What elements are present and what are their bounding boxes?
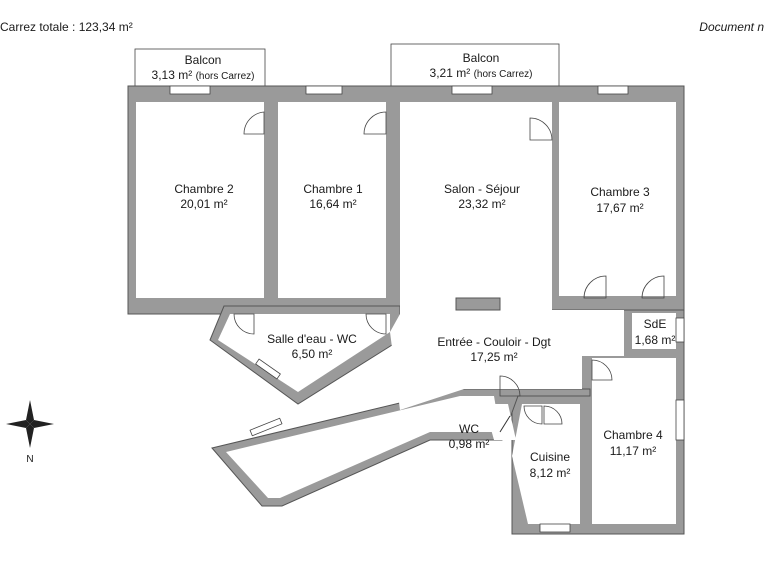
window-sde bbox=[675, 317, 685, 343]
room-wc bbox=[484, 404, 516, 440]
room-area-chambre-2: 20,01 m² bbox=[180, 197, 227, 211]
door-salle-eau bbox=[233, 313, 255, 335]
door-chambre-2 bbox=[243, 111, 265, 135]
window-chambre-4 bbox=[675, 399, 685, 441]
room-label-entree: Entrée - Couloir - Dgt bbox=[437, 335, 551, 349]
room-cuisine bbox=[512, 404, 580, 524]
window-salon bbox=[451, 85, 493, 95]
window-couloir bbox=[249, 417, 283, 437]
document-label: Document n bbox=[699, 20, 764, 34]
room-label-chambre-3: Chambre 3 bbox=[590, 185, 650, 199]
room-sde bbox=[632, 313, 676, 349]
room-area-wc: 0,98 m² bbox=[449, 437, 490, 451]
door-chambre-3-b bbox=[641, 275, 665, 299]
balcony-left-area-line: 3,13 m² (hors Carrez) bbox=[152, 68, 255, 82]
room-chambre-2 bbox=[136, 102, 264, 298]
window-salle-eau bbox=[255, 358, 281, 380]
window-chambre-3 bbox=[597, 85, 629, 95]
room-area-salon: 23,32 m² bbox=[458, 197, 505, 211]
door-chambre-3-a bbox=[583, 275, 607, 299]
room-label-chambre-1: Chambre 1 bbox=[303, 182, 363, 196]
compass-north-label: N bbox=[26, 454, 33, 465]
room-area-chambre-1: 16,64 m² bbox=[309, 197, 356, 211]
room-chambre-3 bbox=[559, 102, 676, 296]
door-chambre-1 bbox=[363, 111, 387, 135]
wall-island bbox=[455, 297, 501, 311]
door-salle-eau-2 bbox=[365, 313, 387, 335]
balcony-left-name: Balcon bbox=[185, 53, 222, 67]
room-area-salle-eau: 6,50 m² bbox=[292, 347, 333, 361]
room-area-entree: 17,25 m² bbox=[470, 350, 517, 364]
balcony-right-name: Balcon bbox=[463, 51, 500, 65]
door-chambre-4 bbox=[591, 359, 613, 381]
balcony-left bbox=[134, 48, 266, 87]
compass-icon bbox=[6, 400, 54, 448]
room-label-salle-eau: Salle d'eau - WC bbox=[267, 332, 357, 346]
room-label-chambre-4: Chambre 4 bbox=[603, 428, 663, 442]
room-salon bbox=[400, 102, 552, 298]
room-chambre-4 bbox=[592, 358, 676, 524]
room-label-wc: WC bbox=[459, 422, 479, 436]
door-cuisine-b bbox=[543, 405, 563, 425]
room-salle-eau bbox=[218, 314, 390, 392]
balcony-right-area-line: 3,21 m² (hors Carrez) bbox=[430, 66, 533, 80]
room-label-cuisine: Cuisine bbox=[530, 450, 570, 464]
window-chambre-2 bbox=[169, 85, 211, 95]
door-wc bbox=[499, 375, 521, 397]
door-salon bbox=[529, 117, 553, 141]
room-chambre-1 bbox=[278, 102, 386, 298]
room-couloir bbox=[226, 396, 500, 498]
balcony-left-area: 3,13 m² bbox=[152, 68, 193, 82]
window-chambre-1 bbox=[305, 85, 343, 95]
room-area-cuisine: 8,12 m² bbox=[530, 466, 571, 480]
room-label-chambre-2: Chambre 2 bbox=[174, 182, 234, 196]
total-surface-label: Carrez totale : 123,34 m² bbox=[0, 20, 133, 34]
balcony-right bbox=[390, 43, 560, 87]
room-area-chambre-3: 17,67 m² bbox=[596, 201, 643, 215]
wc-pointer-line bbox=[499, 415, 511, 433]
room-label-salon: Salon - Séjour bbox=[444, 182, 520, 196]
room-entree bbox=[390, 298, 624, 410]
window-cuisine bbox=[539, 523, 571, 533]
door-cuisine-a bbox=[523, 405, 543, 425]
room-area-sde: 1,68 m² bbox=[635, 333, 676, 347]
balcony-right-note: (hors Carrez) bbox=[474, 69, 533, 80]
balcony-left-note: (hors Carrez) bbox=[196, 71, 255, 82]
room-area-chambre-4: 11,17 m² bbox=[610, 444, 656, 458]
balcony-right-area: 3,21 m² bbox=[430, 66, 471, 80]
room-label-sde: SdE bbox=[644, 317, 667, 331]
